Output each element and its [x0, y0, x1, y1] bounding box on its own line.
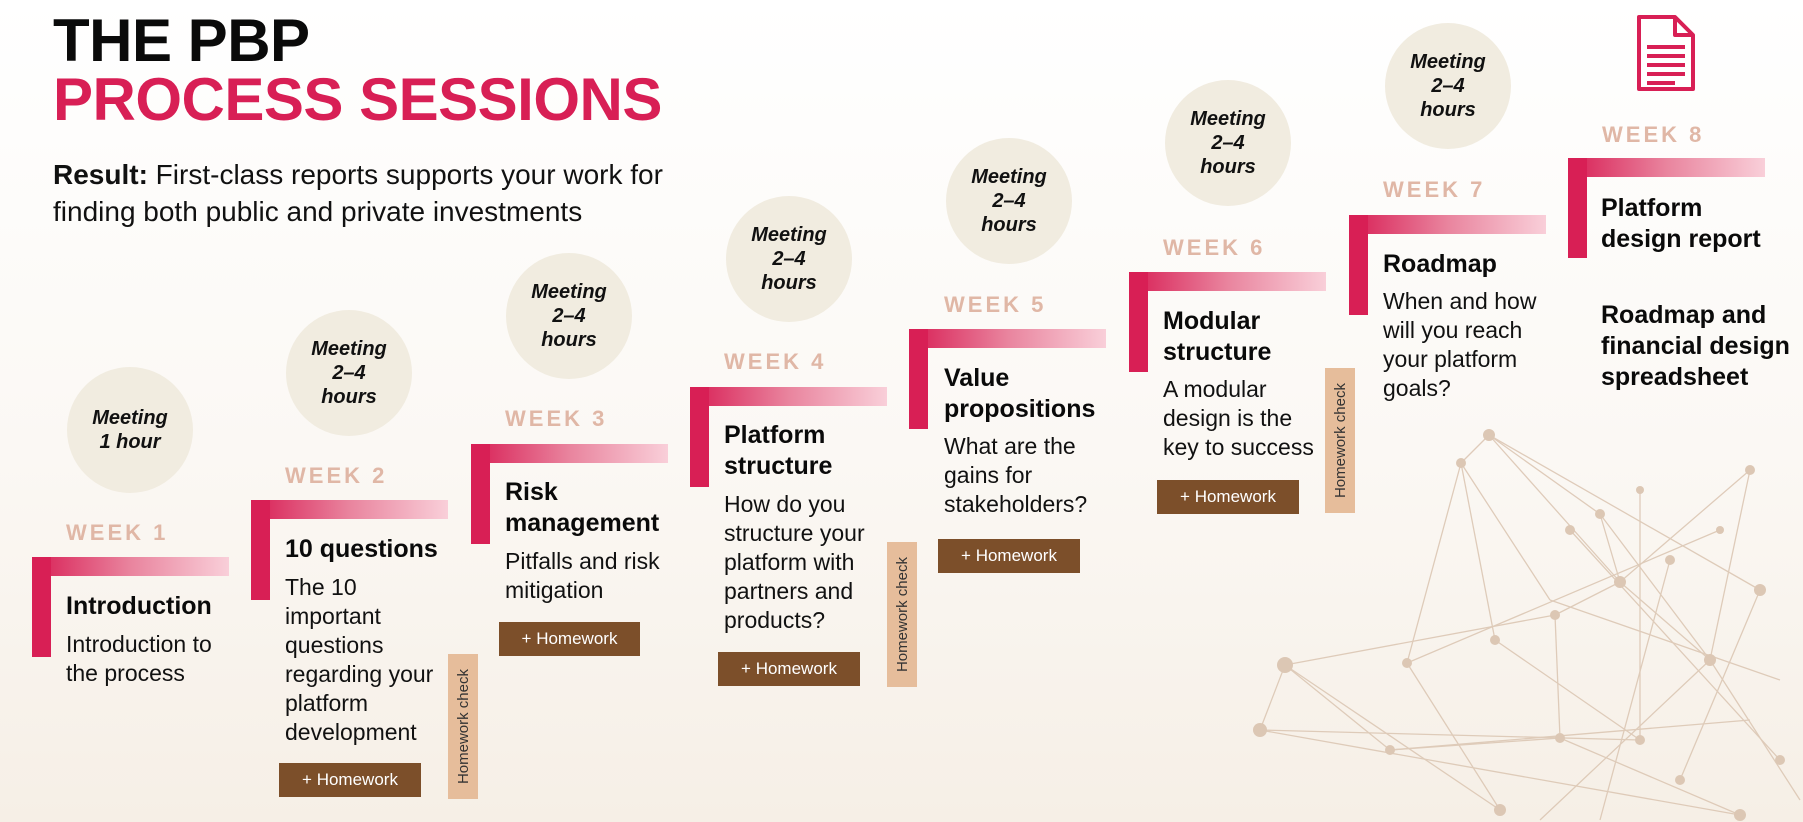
meeting-label-week6: Meeting 2–4 hours: [1190, 108, 1266, 178]
week-label-week4: WEEK 4: [724, 349, 827, 374]
homework-check-label-week2: Homework check: [454, 668, 472, 785]
document-icon: [1637, 15, 1695, 91]
homework-button-week5[interactable]: + Homework: [938, 539, 1080, 573]
week-label-week2: WEEK 2: [285, 463, 388, 488]
session-desc-week1: Introduction to the process: [66, 631, 212, 686]
meeting-circle-week6: Meeting 2–4 hours: [1165, 80, 1291, 206]
session-title-week7: Roadmap: [1383, 250, 1497, 278]
meeting-label-week4: Meeting 2–4 hours: [751, 224, 827, 294]
result-label: Result:: [53, 159, 148, 190]
bracket-bar-week3: [471, 444, 668, 463]
bracket-bar-week6: [1129, 272, 1326, 291]
result-text: First-class reports supports your work f…: [53, 159, 663, 227]
meeting-circle-week5: Meeting 2–4 hours: [946, 138, 1072, 264]
meeting-circle-week1: Meeting 1 hour: [67, 367, 193, 493]
bracket-bar-week8: [1568, 158, 1765, 177]
session-desc-week7: When and how will you reach your platfor…: [1383, 288, 1537, 401]
bracket-side-week8: [1568, 158, 1587, 258]
week-label-week1: WEEK 1: [66, 520, 169, 545]
session-desc-week5: What are the gains for stakeholders?: [944, 433, 1088, 517]
bracket-side-week6: [1129, 272, 1148, 372]
homework-button-week6[interactable]: + Homework: [1157, 480, 1299, 514]
week-label-week3: WEEK 3: [505, 406, 608, 431]
meeting-circle-week4: Meeting 2–4 hours: [726, 196, 852, 322]
meeting-label-week3: Meeting 2–4 hours: [531, 281, 607, 351]
session-title-week2: 10 questions: [285, 535, 438, 563]
bracket-bar-week7: [1349, 215, 1546, 234]
deliverable-report: Platform design report: [1601, 194, 1761, 253]
session-desc-week2: The 10 important questions regarding you…: [285, 574, 434, 745]
meeting-label-week2: Meeting 2–4 hours: [311, 338, 387, 408]
bracket-side-week4: [690, 387, 709, 487]
week-label-week7: WEEK 7: [1383, 177, 1486, 202]
session-title-week6: Modular structure: [1163, 307, 1272, 366]
meeting-circle-week3: Meeting 2–4 hours: [506, 253, 632, 379]
bracket-side-week7: [1349, 215, 1368, 315]
session-desc-week3: Pitfalls and risk mitigation: [505, 548, 660, 603]
bracket-side-week2: [251, 500, 270, 600]
network-decoration: [1253, 429, 1801, 821]
session-title-week3: Risk management: [505, 478, 660, 537]
bracket-bar-week1: [32, 557, 229, 576]
page-title-line1: THE PBP: [53, 7, 310, 74]
homework-button-week3[interactable]: + Homework: [499, 622, 640, 656]
homework-check-label-week4: Homework check: [893, 556, 911, 673]
bracket-side-week1: [32, 557, 51, 657]
bracket-bar-week4: [690, 387, 887, 406]
homework-check-week4: Homework check: [887, 542, 917, 687]
session-title-week5: Value propositions: [944, 364, 1096, 423]
week-label-week5: WEEK 5: [944, 292, 1047, 317]
meeting-label-week5: Meeting 2–4 hours: [971, 166, 1047, 236]
homework-check-label-week6: Homework check: [1331, 382, 1349, 499]
bracket-side-week5: [909, 329, 928, 429]
bracket-bar-week5: [909, 329, 1106, 348]
meeting-circle-week2: Meeting 2–4 hours: [286, 310, 412, 436]
week-label-week8: WEEK 8: [1602, 122, 1705, 147]
bracket-bar-week2: [251, 500, 448, 519]
session-desc-week4: How do you structure your platform with …: [724, 491, 865, 633]
homework-button-week2[interactable]: + Homework: [279, 763, 421, 797]
homework-check-week6: Homework check: [1325, 368, 1355, 513]
homework-check-week2: Homework check: [448, 654, 478, 799]
homework-button-week4[interactable]: + Homework: [718, 652, 860, 686]
meeting-circle-week7: Meeting 2–4 hours: [1385, 23, 1511, 149]
session-title-week4: Platform structure: [724, 421, 833, 480]
deliverable-spreadsheet: Roadmap and financial design spreadsheet: [1601, 301, 1790, 391]
result-statement: Result: First-class reports supports you…: [53, 156, 693, 230]
session-desc-week6: A modular design is the key to success: [1163, 376, 1314, 460]
bracket-side-week3: [471, 444, 490, 544]
week-label-week6: WEEK 6: [1163, 235, 1266, 260]
meeting-label-week1: Meeting 1 hour: [92, 407, 168, 453]
meeting-label-week7: Meeting 2–4 hours: [1410, 51, 1486, 121]
page-title-line2: PROCESS SESSIONS: [53, 66, 662, 133]
session-title-week1: Introduction: [66, 592, 212, 620]
